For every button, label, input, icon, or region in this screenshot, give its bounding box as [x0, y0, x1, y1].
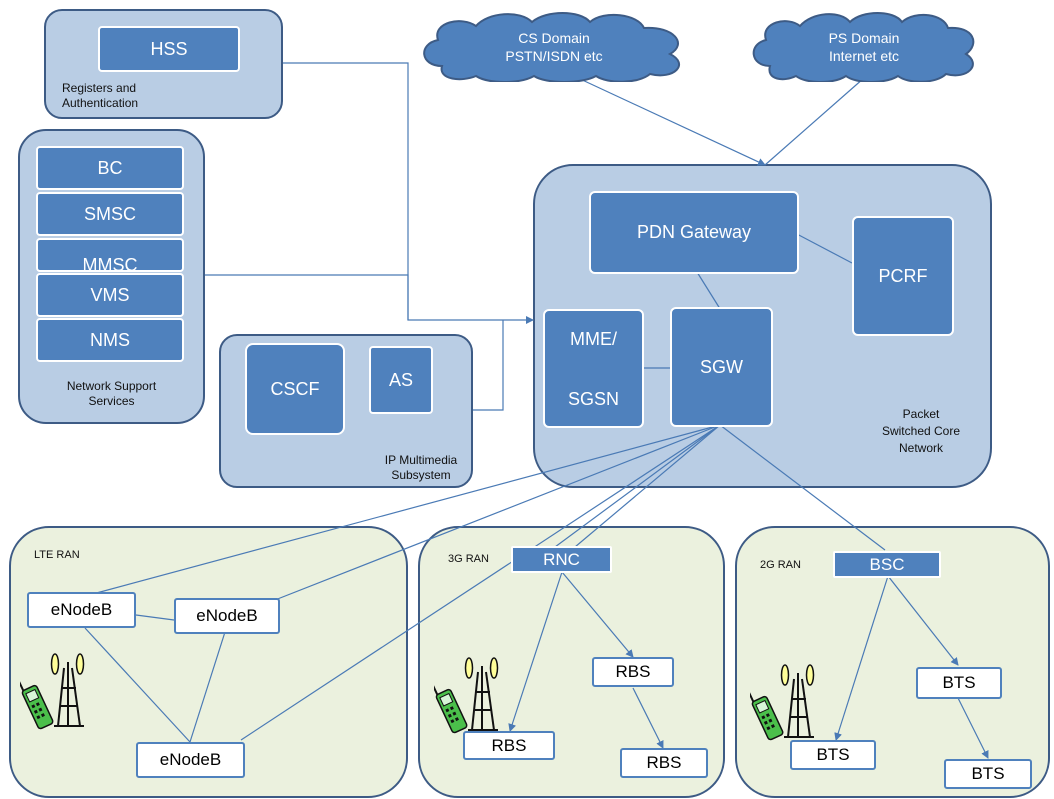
mme-sgsn-box: MME/ SGSN	[543, 309, 644, 428]
mmsc-label: MMSC	[82, 255, 138, 275]
ps-domain-line2: Internet etc	[828, 48, 900, 64]
enodeb-1-label: eNodeB	[50, 600, 113, 619]
smsc-box: SMSC	[36, 192, 184, 236]
rnc-label: RNC	[543, 549, 580, 569]
vms-label: VMS	[90, 284, 130, 305]
as-label: AS	[388, 369, 413, 390]
nms-box: NMS	[36, 318, 184, 362]
bts-3-label: BTS	[971, 764, 1005, 783]
ps-domain-label: PS Domain Internet etc	[748, 29, 980, 65]
enodeb-box-1: eNodeB	[27, 592, 136, 628]
cscf-box: CSCF	[245, 343, 345, 435]
ran-2g-label: 2G RAN	[760, 559, 801, 571]
mme-label-line2: SGSN	[567, 388, 619, 409]
support-to-core-link	[205, 274, 409, 320]
ims-label-line2: Subsystem	[391, 468, 451, 482]
bsc-label: BSC	[869, 554, 905, 574]
bsc-box: BSC	[833, 551, 941, 578]
cs-domain-line1: CS Domain	[518, 30, 590, 46]
bts-box-1: BTS	[790, 740, 876, 770]
smsc-label: SMSC	[83, 203, 136, 224]
enodeb-2-label: eNodeB	[196, 606, 258, 625]
ps-domain-link	[764, 77, 865, 166]
hss-label: Registers and Authentication	[62, 81, 138, 111]
enodeb-box-3: eNodeB	[136, 742, 245, 778]
bts-box-2: BTS	[916, 667, 1002, 699]
hss-label-line1: Registers and	[62, 81, 137, 95]
packet-core-line2: Switched Core	[881, 424, 961, 438]
hss-label-line2: Authentication	[62, 96, 139, 110]
ran-3g-label: 3G RAN	[448, 553, 489, 565]
packet-core-line3: Network	[898, 441, 943, 455]
rbs-box-1: RBS	[463, 731, 555, 760]
cell-tower-phone-icon	[434, 657, 499, 734]
hss-box-label: HSS	[150, 38, 188, 59]
mme-label-line1: MME/	[569, 328, 617, 349]
enodeb-box-2: eNodeB	[174, 598, 280, 634]
rbs-1-label: RBS	[491, 735, 527, 755]
rbs-3-label: RBS	[646, 753, 682, 772]
rnc-box: RNC	[511, 546, 612, 573]
hss-box: HSS	[98, 26, 240, 72]
nms-label: NMS	[90, 329, 130, 350]
network-support-label: Network Support Services	[18, 379, 205, 409]
ims-label: IP Multimedia Subsystem	[376, 453, 466, 483]
bc-label: BC	[97, 157, 123, 178]
hss-to-core-link	[283, 62, 534, 324]
pcrf-label: PCRF	[878, 265, 928, 286]
ps-domain-line1: PS Domain	[828, 30, 900, 46]
rbs-box-3: RBS	[620, 748, 708, 778]
bc-box: BC	[36, 146, 184, 190]
network-support-line1: Network Support	[66, 379, 157, 393]
cs-domain-line2: PSTN/ISDN etc	[505, 48, 603, 64]
rbs-box-2: RBS	[592, 657, 674, 687]
cell-tower-phone-icon	[20, 653, 85, 730]
as-box: AS	[369, 346, 433, 414]
lte-ran-label: LTE RAN	[34, 549, 80, 561]
network-support-line2: Services	[88, 394, 135, 408]
cs-domain-link	[577, 77, 766, 166]
vms-box: VMS	[36, 273, 184, 317]
packet-core-line1: Packet	[902, 407, 940, 421]
pdn-gateway-label: PDN Gateway	[636, 222, 752, 242]
bts-box-3: BTS	[944, 759, 1032, 789]
bts-2-label: BTS	[942, 673, 976, 692]
cell-tower-phone-icon	[750, 664, 815, 741]
bts-1-label: BTS	[816, 745, 850, 764]
cs-domain-label: CS Domain PSTN/ISDN etc	[418, 29, 690, 65]
packet-core-label: Packet Switched Core Network	[856, 406, 986, 457]
mmsc-box: MMSC	[36, 238, 184, 275]
pcrf-box: PCRF	[852, 216, 954, 336]
cscf-label: CSCF	[270, 378, 320, 399]
sgw-label: SGW	[700, 356, 743, 377]
ims-to-core-link	[473, 320, 504, 411]
rbs-2-label: RBS	[615, 662, 651, 681]
sgw-box: SGW	[670, 307, 773, 427]
ims-label-line1: IP Multimedia	[384, 453, 458, 467]
pdn-gateway-box: PDN Gateway	[589, 191, 799, 274]
enodeb-3-label: eNodeB	[159, 750, 222, 769]
